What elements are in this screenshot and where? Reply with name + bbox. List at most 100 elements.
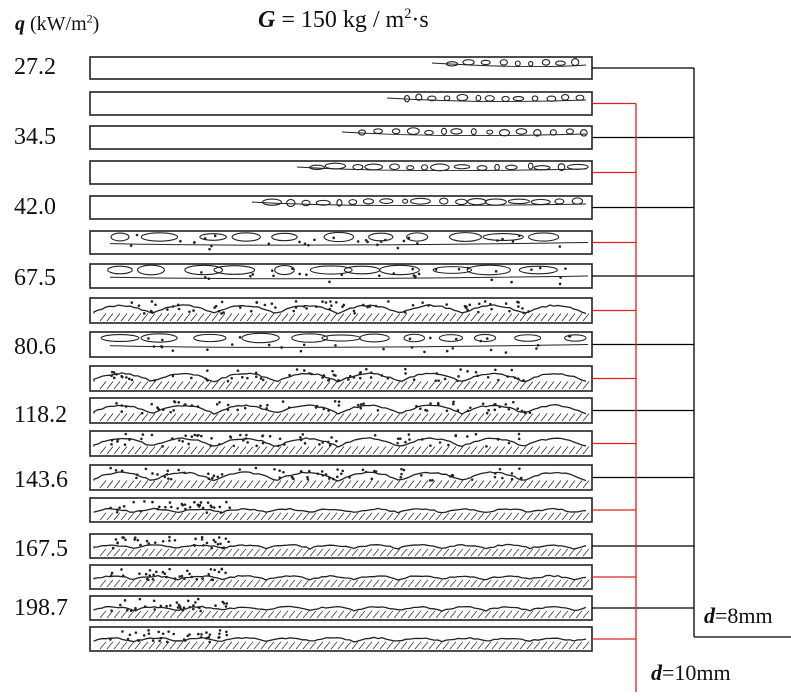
entrained-bubble xyxy=(246,376,249,380)
entrained-bubble xyxy=(494,402,497,406)
liquid-hatch xyxy=(365,413,373,422)
small-bubble xyxy=(238,335,242,339)
entrained-bubble xyxy=(171,437,174,440)
liquid-hatch xyxy=(582,480,590,489)
entrained-bubble xyxy=(188,310,191,314)
liquid-hatch xyxy=(456,313,464,322)
entrained-bubble xyxy=(493,408,497,412)
liquid-hatch xyxy=(267,641,275,650)
entrained-bubble xyxy=(122,505,126,508)
small-bubble xyxy=(564,267,567,270)
entrained-bubble xyxy=(454,434,457,438)
liquid-hatch xyxy=(260,512,268,521)
vapor-slug xyxy=(323,231,355,243)
entrained-bubble xyxy=(147,632,151,635)
entrained-bubble xyxy=(150,433,154,437)
liquid-hatch xyxy=(442,313,450,322)
entrained-bubble xyxy=(522,311,525,315)
entrained-bubble xyxy=(373,469,376,473)
liquid-hatch xyxy=(330,579,338,588)
vapor-bubble xyxy=(512,96,525,102)
vapor-slug xyxy=(241,332,280,344)
liquid-hatch xyxy=(533,381,541,390)
entrained-bubble xyxy=(122,536,125,539)
liquid-hatch xyxy=(302,480,310,489)
entrained-bubble xyxy=(327,379,330,382)
liquid-hatch xyxy=(323,610,331,619)
vapor-bubble xyxy=(402,198,409,204)
tube-wall xyxy=(89,91,593,116)
entrained-bubble xyxy=(226,403,230,407)
liquid-hatch xyxy=(561,313,569,322)
liquid-hatch xyxy=(456,413,464,422)
small-bubble xyxy=(423,350,426,354)
entrained-bubble xyxy=(303,442,307,445)
liquid-hatch xyxy=(155,480,163,489)
liquid-hatch xyxy=(533,446,541,455)
liquid-hatch xyxy=(148,610,156,619)
entrained-bubble xyxy=(168,535,171,539)
entrained-bubble xyxy=(310,372,313,376)
entrained-bubble xyxy=(487,409,490,412)
liquid-hatch xyxy=(204,610,212,619)
liquid-hatch xyxy=(274,548,282,557)
liquid-hatch xyxy=(260,641,268,650)
liquid-hatch xyxy=(162,610,170,619)
liquid-hatch xyxy=(295,480,303,489)
entrained-bubble xyxy=(182,606,186,609)
entrained-bubble xyxy=(334,300,338,304)
small-bubble xyxy=(451,346,455,350)
liquid-hatch xyxy=(309,610,317,619)
liquid-hatch xyxy=(435,480,443,489)
entrained-bubble xyxy=(205,511,209,514)
liquid-hatch xyxy=(351,480,359,489)
liquid-hatch xyxy=(337,579,345,588)
vapor-bubble xyxy=(427,95,437,102)
liquid-hatch xyxy=(246,381,254,390)
liquid-hatch xyxy=(470,579,478,588)
entrained-bubble xyxy=(187,442,190,446)
entrained-bubble xyxy=(183,503,187,506)
liquid-hatch xyxy=(442,579,450,588)
liquid-hatch xyxy=(505,381,513,390)
entrained-bubble xyxy=(329,300,332,303)
vapor-slug xyxy=(482,233,524,241)
liquid-hatch xyxy=(162,446,170,455)
liquid-hatch xyxy=(477,641,485,650)
liquid-hatch xyxy=(358,512,366,521)
entrained-bubble xyxy=(190,575,194,579)
entrained-bubble xyxy=(178,575,182,578)
small-bubble xyxy=(445,349,449,353)
liquid-hatch xyxy=(582,446,590,455)
liquid-hatch xyxy=(218,313,226,322)
entrained-bubble xyxy=(337,400,341,404)
liquid-hatch xyxy=(456,480,464,489)
entrained-bubble xyxy=(254,466,258,470)
liquid-hatch xyxy=(498,413,506,422)
vapor-slug xyxy=(466,264,512,276)
entrained-bubble xyxy=(175,601,179,604)
liquid-hatch xyxy=(204,480,212,489)
entrained-bubble xyxy=(120,404,124,407)
liquid-hatch xyxy=(435,579,443,588)
entrained-bubble xyxy=(232,444,236,448)
liquid-hatch xyxy=(246,641,254,650)
vapor-bubble xyxy=(406,165,415,171)
liquid-hatch xyxy=(498,579,506,588)
bubble-layer-line xyxy=(431,62,587,68)
entrained-bubble xyxy=(171,305,175,308)
vapor-bubble xyxy=(541,58,551,66)
heat-flux-label: 198.7 xyxy=(14,595,68,621)
liquid-hatch xyxy=(561,579,569,588)
liquid-hatch xyxy=(323,480,331,489)
liquid-hatch xyxy=(344,579,352,588)
small-bubble xyxy=(135,233,139,237)
entrained-bubble xyxy=(295,368,299,371)
vapor-slug xyxy=(403,333,426,343)
liquid-hatch xyxy=(477,313,485,322)
liquid-hatch xyxy=(449,512,457,521)
entrained-bubble xyxy=(292,477,295,481)
liquid-hatch xyxy=(526,446,534,455)
liquid-hatch xyxy=(183,512,191,521)
liquid-hatch xyxy=(253,446,261,455)
